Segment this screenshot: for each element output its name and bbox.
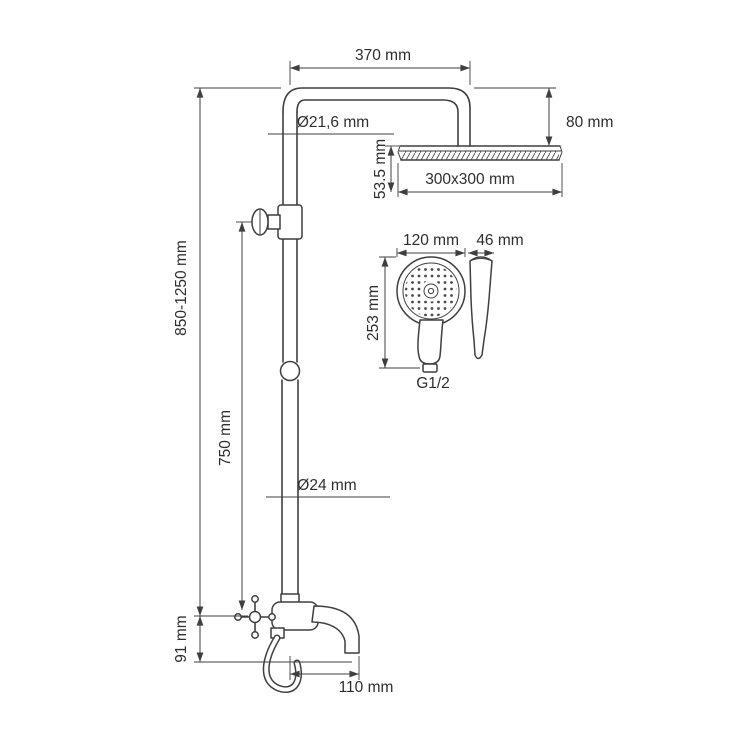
- dim-column-length-label: 750 mm: [217, 410, 234, 466]
- dim-arm-length: 370 mm: [289, 47, 471, 85]
- ball-joint: [279, 360, 301, 382]
- dim-top-pipe-diameter: Ø21,6 mm: [268, 114, 394, 135]
- dim-spout-length-label: 110 mm: [339, 679, 394, 696]
- dim-head-size: 300x300 mm: [397, 163, 563, 197]
- hand-shower-front: [396, 256, 466, 373]
- dim-bottom-pipe-diameter: Ø24 mm: [266, 477, 390, 498]
- dim-head-drop-label: 80 mm: [566, 114, 613, 131]
- dim-top-pipe-diameter-label: Ø21,6 mm: [297, 114, 369, 131]
- dim-bottom-pipe-diameter-label: Ø24 mm: [297, 477, 356, 494]
- hand-shower-thread: [422, 363, 438, 373]
- dim-handshower-depth: 46 mm: [468, 232, 524, 257]
- dim-column-length: 750 mm: [217, 221, 252, 617]
- dim-handshower-length: 253 mm: [365, 256, 420, 369]
- dim-handshower-width-label: 120 mm: [403, 232, 459, 249]
- hand-shower-handle: [417, 319, 444, 365]
- dim-total-height-label: 850-1250 mm: [173, 240, 190, 336]
- dim-head-drop: 80 mm: [474, 87, 613, 146]
- dim-handshower-width: 120 mm: [396, 232, 466, 257]
- dim-spout-length: 110 mm: [289, 656, 394, 696]
- thread-label: G1/2: [416, 375, 450, 392]
- cross-handle: [234, 595, 276, 639]
- dim-head-height-label: 53.5 mm: [372, 139, 389, 199]
- dim-head-height: 53.5 mm: [372, 139, 399, 199]
- dim-handshower-depth-label: 46 mm: [476, 232, 523, 249]
- mixer-assembly: [234, 593, 360, 693]
- dim-spout-drop-label: 91 mm: [173, 615, 190, 662]
- hand-shower-side: [469, 256, 493, 360]
- dim-head-size-label: 300x300 mm: [425, 171, 515, 188]
- dim-arm-length-label: 370 mm: [355, 47, 411, 64]
- rain-shower-head: [397, 145, 563, 161]
- shower-hose: [262, 627, 302, 693]
- dim-handshower-length-label: 253 mm: [365, 285, 382, 341]
- diverter-knob: [251, 204, 303, 240]
- spout: [311, 605, 360, 654]
- dim-spout-drop: 91 mm: [173, 615, 352, 663]
- dim-total-height: 850-1250 mm: [173, 87, 281, 617]
